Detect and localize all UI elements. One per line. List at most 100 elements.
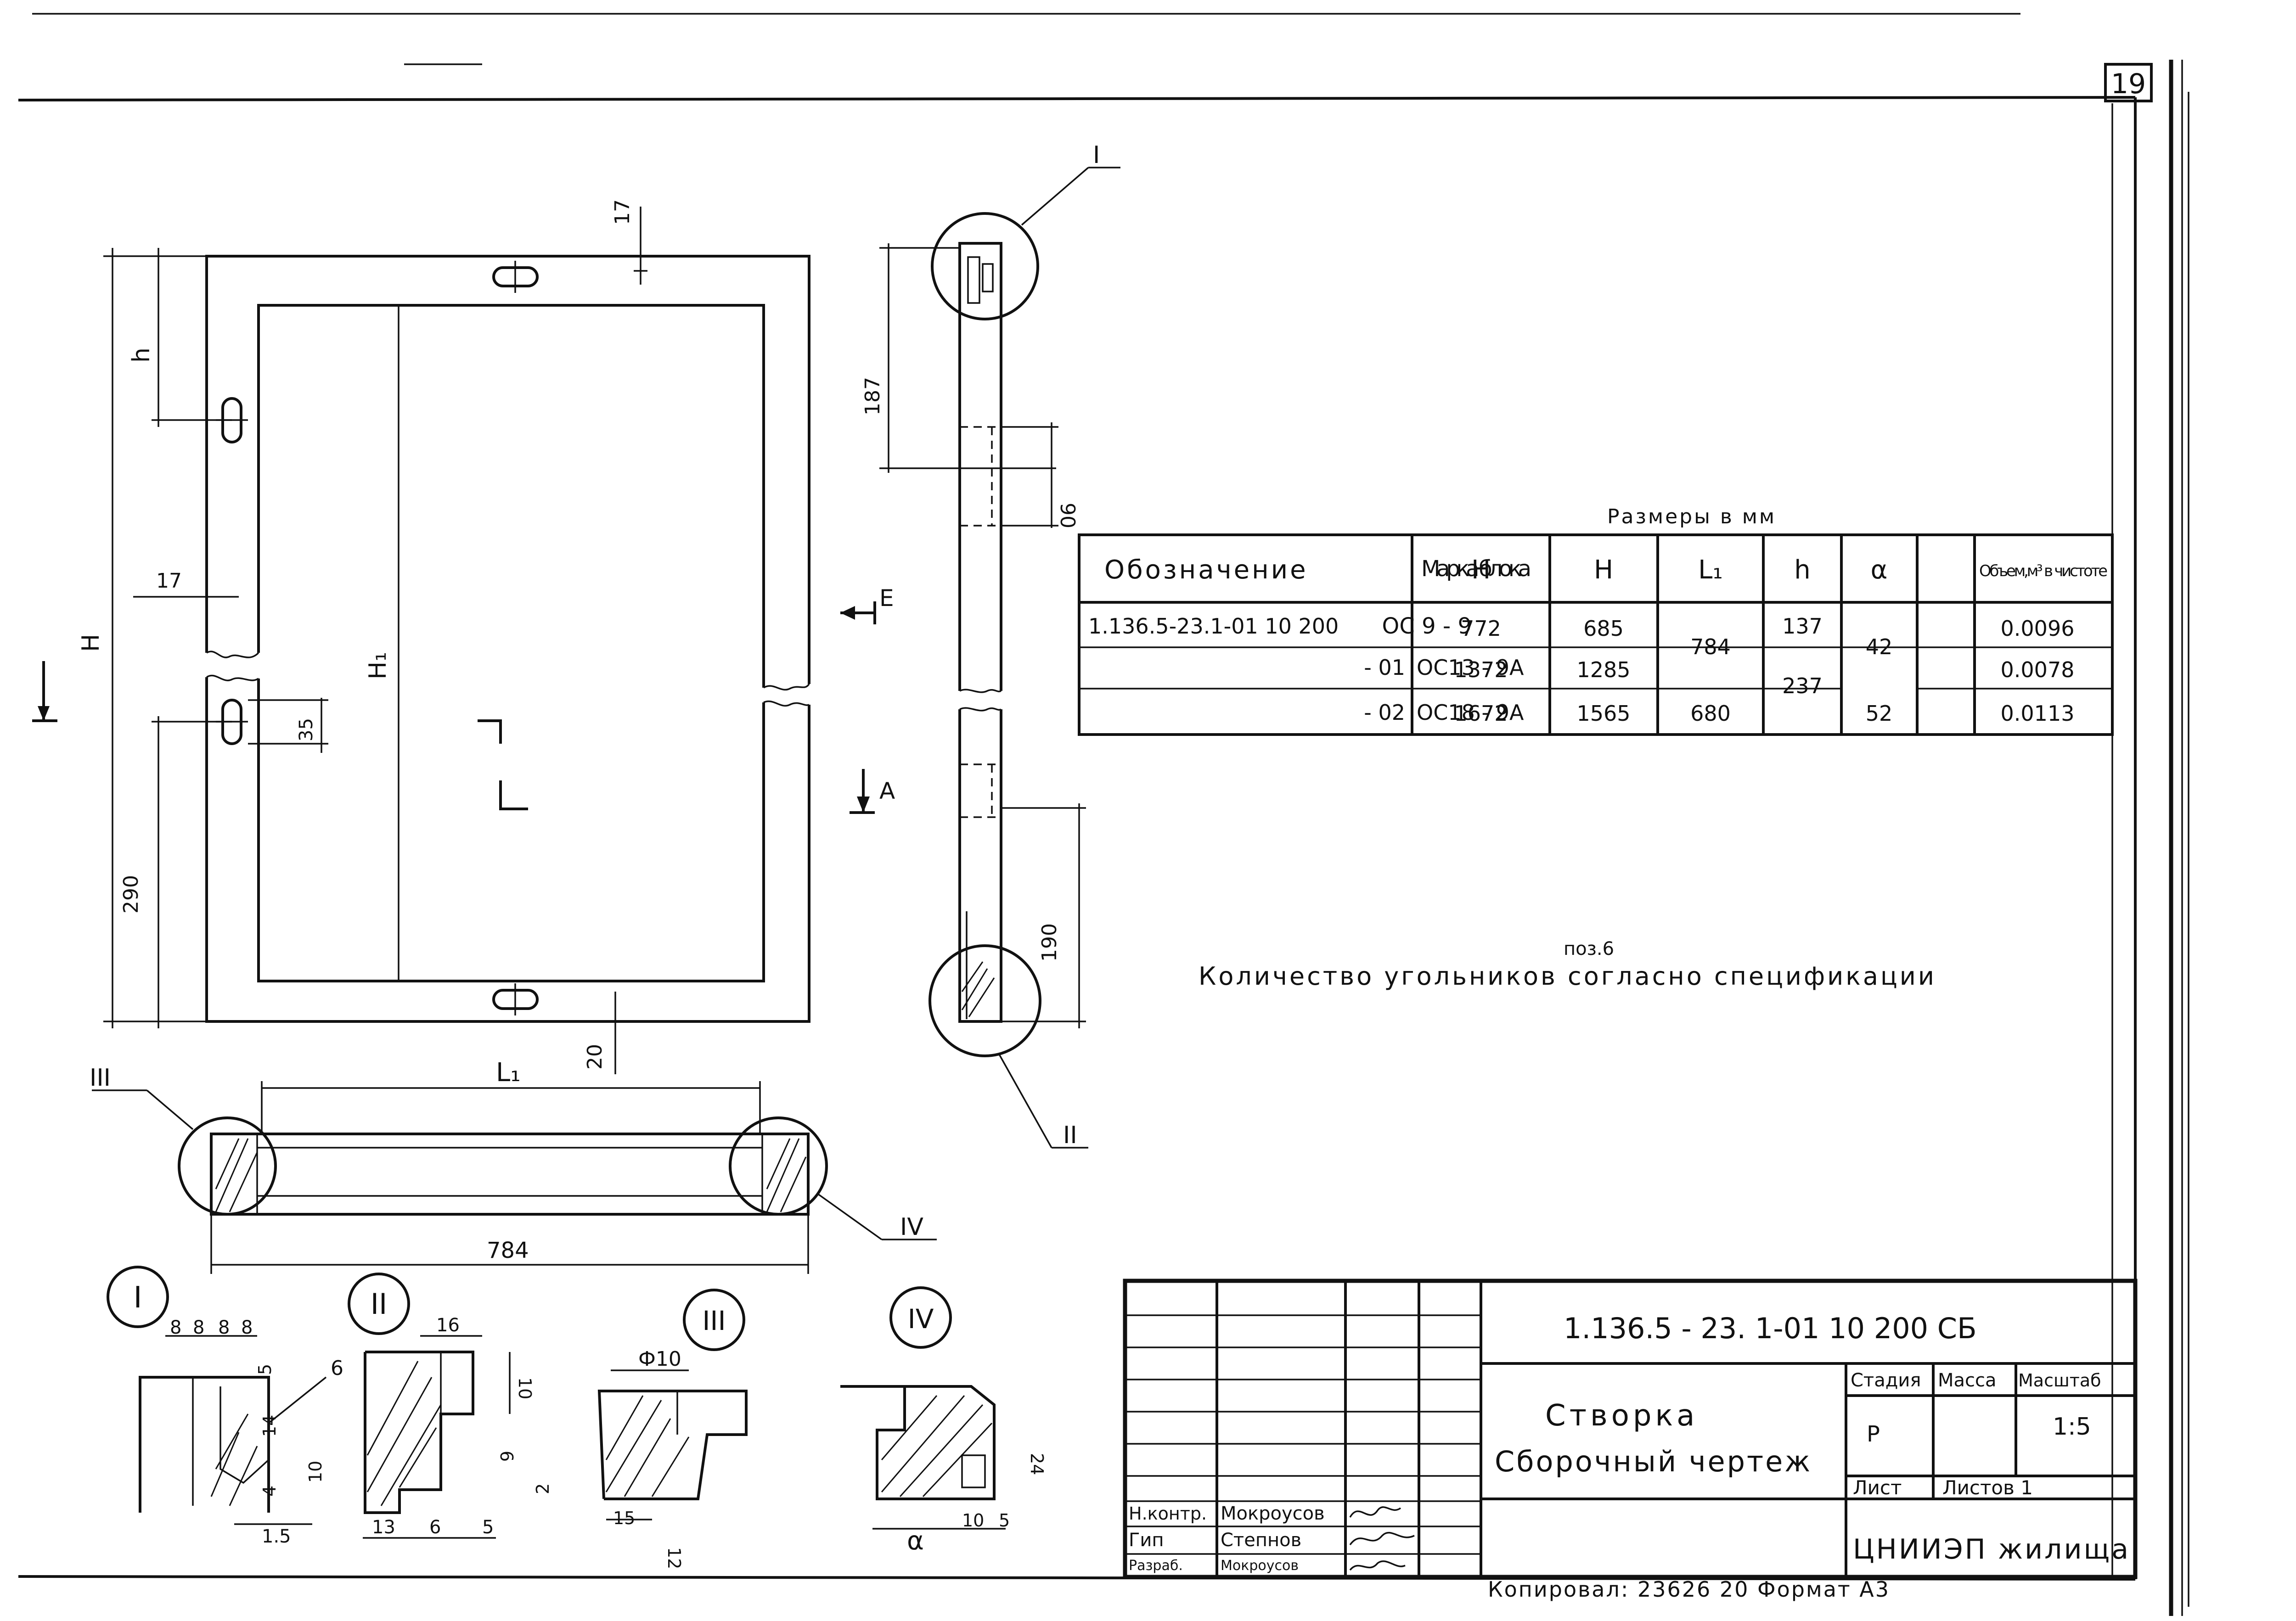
merged-L1: 784 bbox=[1690, 634, 1731, 659]
note-pos: поз.6 bbox=[1564, 938, 1614, 959]
detail-II-dim-4: 13 bbox=[372, 1517, 395, 1538]
view-markers: E A bbox=[32, 585, 895, 814]
dim-17-top: 17 bbox=[611, 199, 634, 225]
th-alpha: α bbox=[1871, 555, 1888, 585]
detail-I-dim-8: 10 bbox=[305, 1461, 326, 1483]
dimensions-table: Размеры в мм Обозначение Марка блока Н Н… bbox=[1078, 505, 2114, 736]
row3-H1: 1565 bbox=[1576, 701, 1630, 726]
bottom-plan: III IV L₁ 784 bbox=[90, 1058, 937, 1274]
tb-stage: Р bbox=[1867, 1421, 1880, 1447]
th-h: h bbox=[1794, 555, 1811, 585]
side-section-dimensions: 187 90 190 bbox=[861, 243, 1086, 1028]
detail-I-dim-5: 5 bbox=[255, 1364, 275, 1375]
dim-290: 290 bbox=[119, 875, 143, 914]
detail-I-dim-10: 1.5 bbox=[262, 1526, 291, 1547]
dim-17-left: 17 bbox=[156, 569, 182, 593]
detail-I: I 8 8 8 8 5 6 14 10 4 1.5 bbox=[107, 1266, 343, 1547]
side-section: I II bbox=[929, 141, 1120, 1149]
dim-H1: H₁ bbox=[364, 652, 392, 679]
row1-volume: 0.0096 bbox=[2001, 616, 2075, 641]
row3-volume: 0.0113 bbox=[2001, 701, 2075, 726]
detail-III-dim-4: 12 bbox=[664, 1547, 684, 1569]
detail-II-dim-2: 10 bbox=[515, 1377, 535, 1399]
row3-H: 1672 bbox=[1454, 701, 1508, 726]
dim-187: 187 bbox=[861, 377, 884, 415]
row3-designation: - 02 bbox=[1364, 700, 1405, 725]
dim-784: 784 bbox=[487, 1238, 529, 1263]
row1-designation: 1.136.5-23.1-01 10 200 bbox=[1088, 614, 1339, 639]
merged-h1: 137 bbox=[1782, 614, 1823, 639]
detail-I-dim-4: 8 bbox=[241, 1317, 253, 1338]
table-caption: Размеры в мм bbox=[1607, 505, 1776, 528]
dim-35: 35 bbox=[296, 718, 317, 741]
page-number-box: 19 bbox=[2104, 63, 2153, 102]
callout-II: II bbox=[1063, 1122, 1077, 1149]
row2-mark: ОС13 - 9А bbox=[1417, 655, 1524, 680]
tb-name-role-3: Мокроусов bbox=[1221, 1558, 1299, 1574]
callout-III: III bbox=[90, 1064, 111, 1092]
row1-H1: 685 bbox=[1583, 616, 1624, 641]
th-H: Н bbox=[1471, 555, 1491, 585]
th-volume: Объем,м³ в чистоте bbox=[1979, 562, 2108, 580]
signature-1 bbox=[1349, 1506, 1401, 1518]
detail-II-dim-6: 5 bbox=[482, 1517, 494, 1538]
detail-I-dim-7: 14 bbox=[259, 1415, 280, 1437]
detail-I-dim-3: 8 bbox=[218, 1317, 230, 1338]
th-mark: Марка блока bbox=[1421, 556, 1531, 582]
detail-III-dim-1: Ф10 bbox=[638, 1347, 681, 1371]
note-text: Количество угольников согласно специфика… bbox=[1199, 962, 1936, 991]
sheet-border bbox=[18, 13, 2189, 1616]
row1-mark: ОС 9 - 9 bbox=[1382, 613, 1472, 639]
tb-scale: 1:5 bbox=[2053, 1413, 2091, 1441]
detail-II-label: II bbox=[371, 1287, 388, 1321]
detail-I-dim-9: 4 bbox=[259, 1486, 280, 1497]
row1-H: 772 bbox=[1461, 616, 1501, 641]
dim-20: 20 bbox=[583, 1044, 607, 1070]
callout-IV: IV bbox=[900, 1213, 923, 1241]
tb-scale-label: Масштаб bbox=[2018, 1370, 2101, 1391]
signature-2 bbox=[1349, 1532, 1415, 1546]
signature-3 bbox=[1349, 1560, 1406, 1571]
tb-mass-label: Масса bbox=[1938, 1370, 1997, 1391]
dim-L1: L₁ bbox=[496, 1058, 521, 1088]
row2-H: 1372 bbox=[1454, 657, 1508, 682]
tb-sheet-label: Лист bbox=[1853, 1476, 1902, 1499]
detail-III: III Ф10 2 15 12 bbox=[533, 1289, 748, 1569]
detail-IV-label: IV bbox=[908, 1303, 934, 1335]
merged-alpha: 42 bbox=[1866, 634, 1893, 659]
detail-IV-dim-1: 24 bbox=[1027, 1453, 1047, 1475]
detail-II-dim-3: 6 bbox=[496, 1451, 517, 1462]
tb-role-3: Разраб. bbox=[1129, 1558, 1183, 1574]
tb-stage-label: Стадия bbox=[1851, 1370, 1921, 1391]
front-view-dimensions: 17 H h 17 290 35 H₁ 20 bbox=[77, 199, 647, 1074]
detail-III-label: III bbox=[702, 1305, 726, 1336]
tb-name-1: Створка bbox=[1545, 1399, 1698, 1433]
tb-name-2: Сборочный чертеж bbox=[1495, 1445, 1812, 1478]
footer-text: Копировал: 23626 20 Формат А3 bbox=[1488, 1577, 1890, 1602]
tb-role-1: Н.контр. bbox=[1129, 1503, 1207, 1524]
dim-190: 190 bbox=[1038, 923, 1061, 962]
detail-IV-dim-3: 10 bbox=[962, 1510, 984, 1531]
detail-IV: IV 24 α 10 5 bbox=[840, 1286, 1047, 1556]
callout-I: I bbox=[1093, 141, 1100, 169]
th-H1: Н bbox=[1594, 555, 1613, 585]
row3-alpha: 52 bbox=[1866, 701, 1893, 726]
detail-I-dim-6: 6 bbox=[331, 1357, 343, 1380]
row3-mark: ОС18 - 9А bbox=[1417, 700, 1524, 725]
detail-II: II 16 10 6 13 6 5 bbox=[348, 1273, 535, 1539]
detail-I-label: I bbox=[134, 1281, 142, 1315]
detail-III-dim-2: 2 bbox=[533, 1483, 553, 1494]
tb-name-role-2: Степнов bbox=[1221, 1530, 1301, 1551]
tb-code: 1.136.5 - 23. 1-01 10 200 СБ bbox=[1564, 1312, 1977, 1345]
row3-L1: 680 bbox=[1690, 701, 1731, 726]
detail-IV-dim-2: α bbox=[907, 1526, 924, 1556]
title-block: 1.136.5 - 23. 1-01 10 200 СБ Створка Сбо… bbox=[1123, 1279, 2138, 1579]
merged-h23: 237 bbox=[1782, 673, 1823, 698]
tb-org: ЦНИИЭП жилища bbox=[1853, 1533, 2128, 1565]
page-number: 19 bbox=[2111, 68, 2146, 100]
dim-90: 90 bbox=[1056, 503, 1079, 528]
row2-volume: 0.0078 bbox=[2001, 657, 2075, 682]
row2-designation: - 01 bbox=[1364, 655, 1405, 680]
row2-H1: 1285 bbox=[1576, 657, 1630, 682]
